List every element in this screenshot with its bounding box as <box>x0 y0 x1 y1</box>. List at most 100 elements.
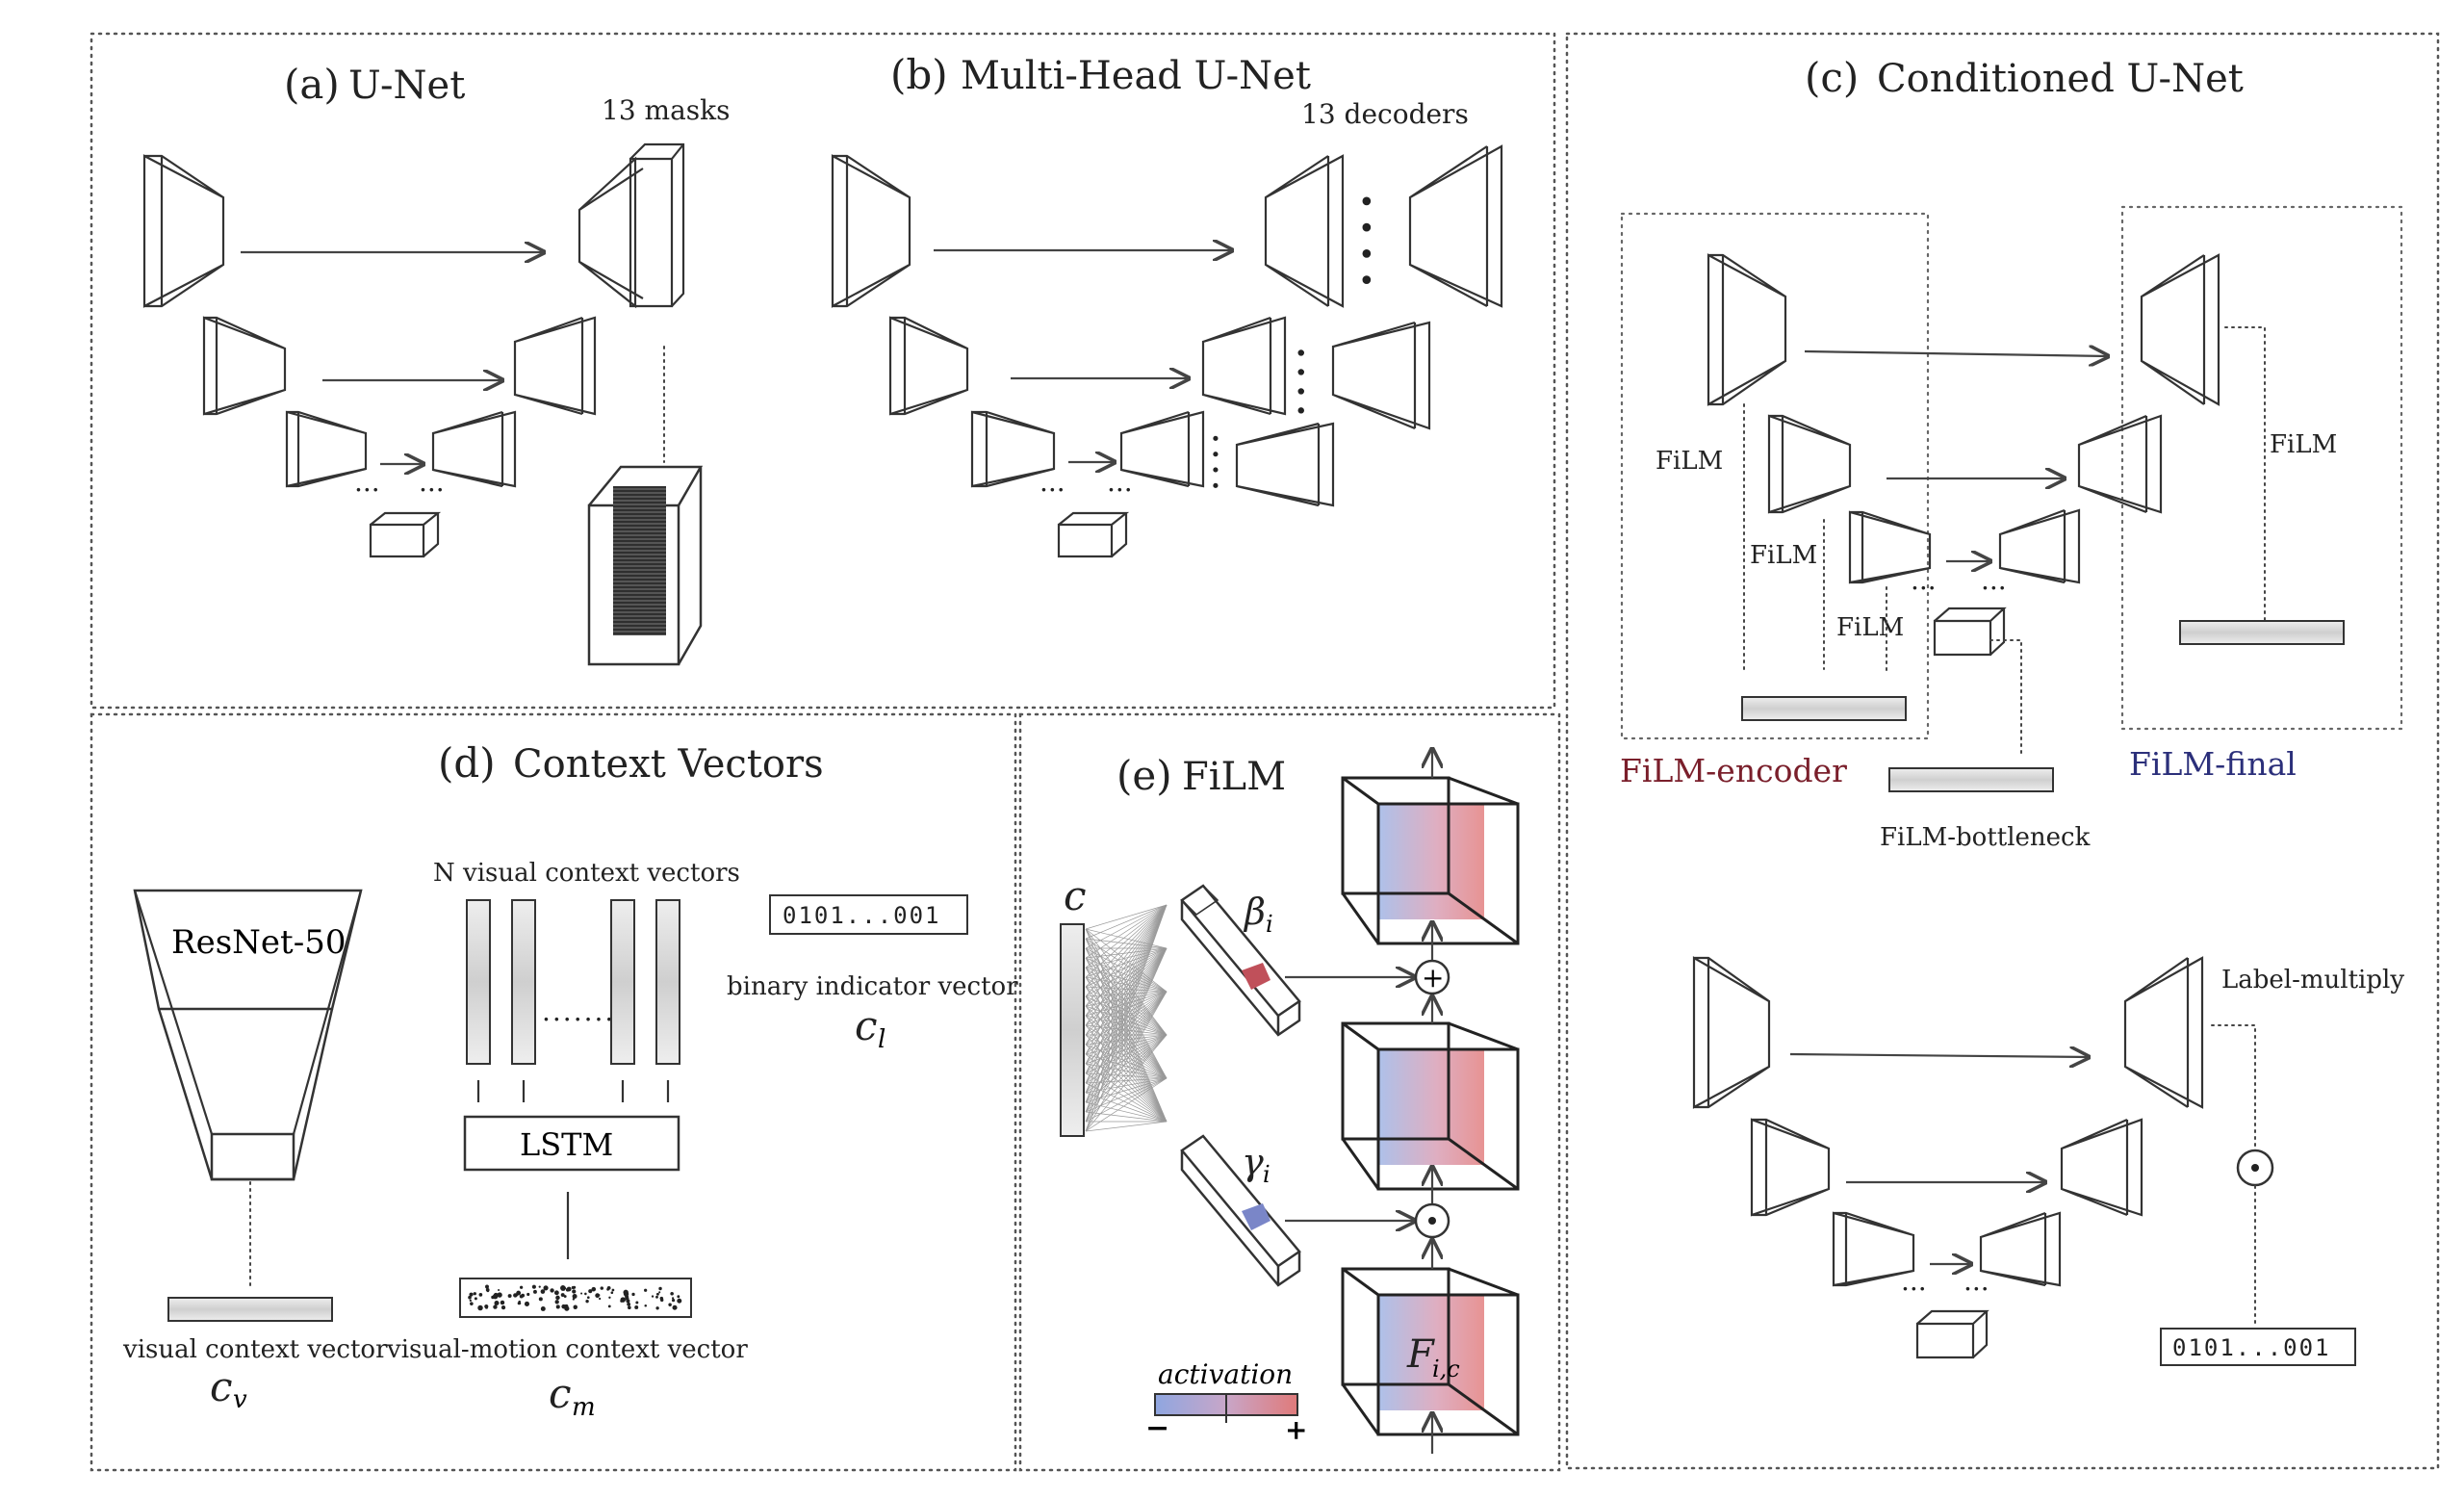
panel-d-label: (d) <box>438 739 496 787</box>
ellipsis: ... <box>1911 564 1937 596</box>
ellipsis: ... <box>419 466 445 498</box>
binary-vector-text: 0101...001 <box>783 902 941 929</box>
visual-motion-vector-bar <box>459 1278 692 1318</box>
encoder-block <box>285 410 368 488</box>
encoder-block <box>1767 414 1852 514</box>
decoder-block <box>1408 144 1503 308</box>
context-vector-column <box>655 899 680 1065</box>
cl-subscript: l <box>878 1025 886 1054</box>
input-feature-cube <box>1341 1267 1520 1436</box>
decoder-block <box>2077 414 2163 514</box>
panel-c-label: (c) <box>1805 54 1859 101</box>
panel-c-frame <box>1565 32 2440 1470</box>
svg-text:+: + <box>1422 962 1444 994</box>
vertical-dots: • • • • <box>1288 347 1312 417</box>
ellipsis: ... <box>1964 1265 1989 1297</box>
film-final-label: FiLM-final <box>2129 745 2297 783</box>
panel-a-title: U-Net <box>348 64 465 108</box>
panel-e-title: FiLM <box>1182 755 1286 799</box>
film-label: FiLM <box>1836 613 1904 642</box>
bottleneck-cube <box>1915 1309 1989 1359</box>
encoder-block <box>1750 1118 1831 1217</box>
context-vector-column <box>466 899 491 1065</box>
lstm-label: LSTM <box>520 1126 613 1163</box>
cm-subscript: m <box>572 1393 596 1422</box>
ellipsis: ... <box>1040 466 1065 498</box>
decoder-block <box>1119 410 1205 488</box>
masks-label: 13 masks <box>602 94 730 126</box>
encoder-block <box>888 316 969 416</box>
panel-a: (a) U-Net 13 masks ... ... <box>142 61 730 666</box>
decoder-block <box>1998 508 2081 584</box>
beta-subscript: i <box>1266 911 1273 938</box>
decoders-label: 13 decoders <box>1301 98 1469 130</box>
output-masks-icon <box>587 465 704 666</box>
n-visual-label: N visual context vectors <box>433 859 740 888</box>
output-feature-cube <box>1341 776 1520 945</box>
dotted-connector <box>2224 326 2266 622</box>
cl-symbol: c <box>855 1002 878 1049</box>
panel-b-label: (b) <box>890 51 948 98</box>
feature-symbol: F <box>1406 1332 1435 1377</box>
visual-motion-label: visual-motion context vector <box>386 1335 748 1364</box>
activation-label: activation <box>1158 1358 1293 1390</box>
binary-vector-box <box>2160 1328 2356 1366</box>
lstm-box <box>463 1115 680 1172</box>
bottleneck-cube <box>369 511 442 558</box>
decoder-block <box>1201 316 1287 416</box>
dotted-connector <box>1989 639 2022 757</box>
film-bottleneck-label: FiLM-bottleneck <box>1880 823 2091 852</box>
feature-subscript: i,c <box>1432 1356 1460 1382</box>
vertical-dots: • • • • <box>1348 193 1382 288</box>
ellipsis: ....... <box>542 995 615 1027</box>
panel-ab-frame <box>90 32 1556 710</box>
skip-arrow <box>1804 351 2108 356</box>
decoder-block <box>1235 422 1335 507</box>
panel-c-title: Conditioned U-Net <box>1877 57 2244 101</box>
encoder-block <box>1692 956 1771 1109</box>
binary-vector-text: 0101...001 <box>2172 1334 2331 1361</box>
decoder-block <box>1264 154 1345 308</box>
decoder-block <box>2060 1118 2143 1217</box>
beta-vector <box>1180 884 1301 1037</box>
film-encoder-vector <box>1741 696 1907 721</box>
cv-symbol: c <box>210 1363 233 1410</box>
panel-d-title: Context Vectors <box>513 742 824 787</box>
decoder-block <box>1979 1211 2062 1287</box>
binary-vector-box <box>769 894 968 935</box>
panel-a-label: (a) <box>284 61 340 108</box>
gamma-subscript: i <box>1263 1161 1270 1188</box>
context-vector-column <box>1060 923 1085 1137</box>
add-operator-icon: + <box>1414 959 1450 995</box>
ellipsis: ... <box>1107 466 1133 498</box>
gamma-symbol: γ <box>1242 1141 1264 1183</box>
cm-symbol: c <box>549 1370 572 1417</box>
panel-d-frame <box>90 712 1017 1472</box>
film-final-box <box>2120 205 2403 731</box>
panel-e-label: (e) <box>1116 752 1172 799</box>
panel-e: (e) FiLM c β i γ i + <box>1060 749 1520 1454</box>
c-symbol: c <box>1064 872 1087 919</box>
film-label: FiLM <box>1656 447 1723 476</box>
input-ticks <box>476 1080 670 1102</box>
film-encoder-label: FiLM-encoder <box>1620 752 1847 789</box>
panel-b-title: Multi-Head U-Net <box>961 54 1311 98</box>
film-encoder-box <box>1620 212 1930 740</box>
binary-indicator-label: binary indicator vector <box>727 972 1018 1001</box>
decoder-block <box>431 410 517 488</box>
skip-arrow <box>1789 1054 2089 1057</box>
beta-symbol: β <box>1243 891 1266 933</box>
decoder-block <box>1331 321 1431 430</box>
decoder-block <box>513 316 597 416</box>
multiply-icon <box>2236 1149 2274 1187</box>
gamma-vector <box>1180 1134 1301 1287</box>
encoder-block <box>1707 253 1787 406</box>
panel-d: (d) Context Vectors ResNet-50 visual con… <box>122 739 1018 1422</box>
dense-connections <box>1085 904 1168 1132</box>
encoder-block <box>1832 1211 1915 1287</box>
decoder-block <box>2140 253 2220 406</box>
encoder-block <box>142 154 225 308</box>
ellipsis: ... <box>1981 564 2007 596</box>
context-vector-column <box>610 899 635 1065</box>
